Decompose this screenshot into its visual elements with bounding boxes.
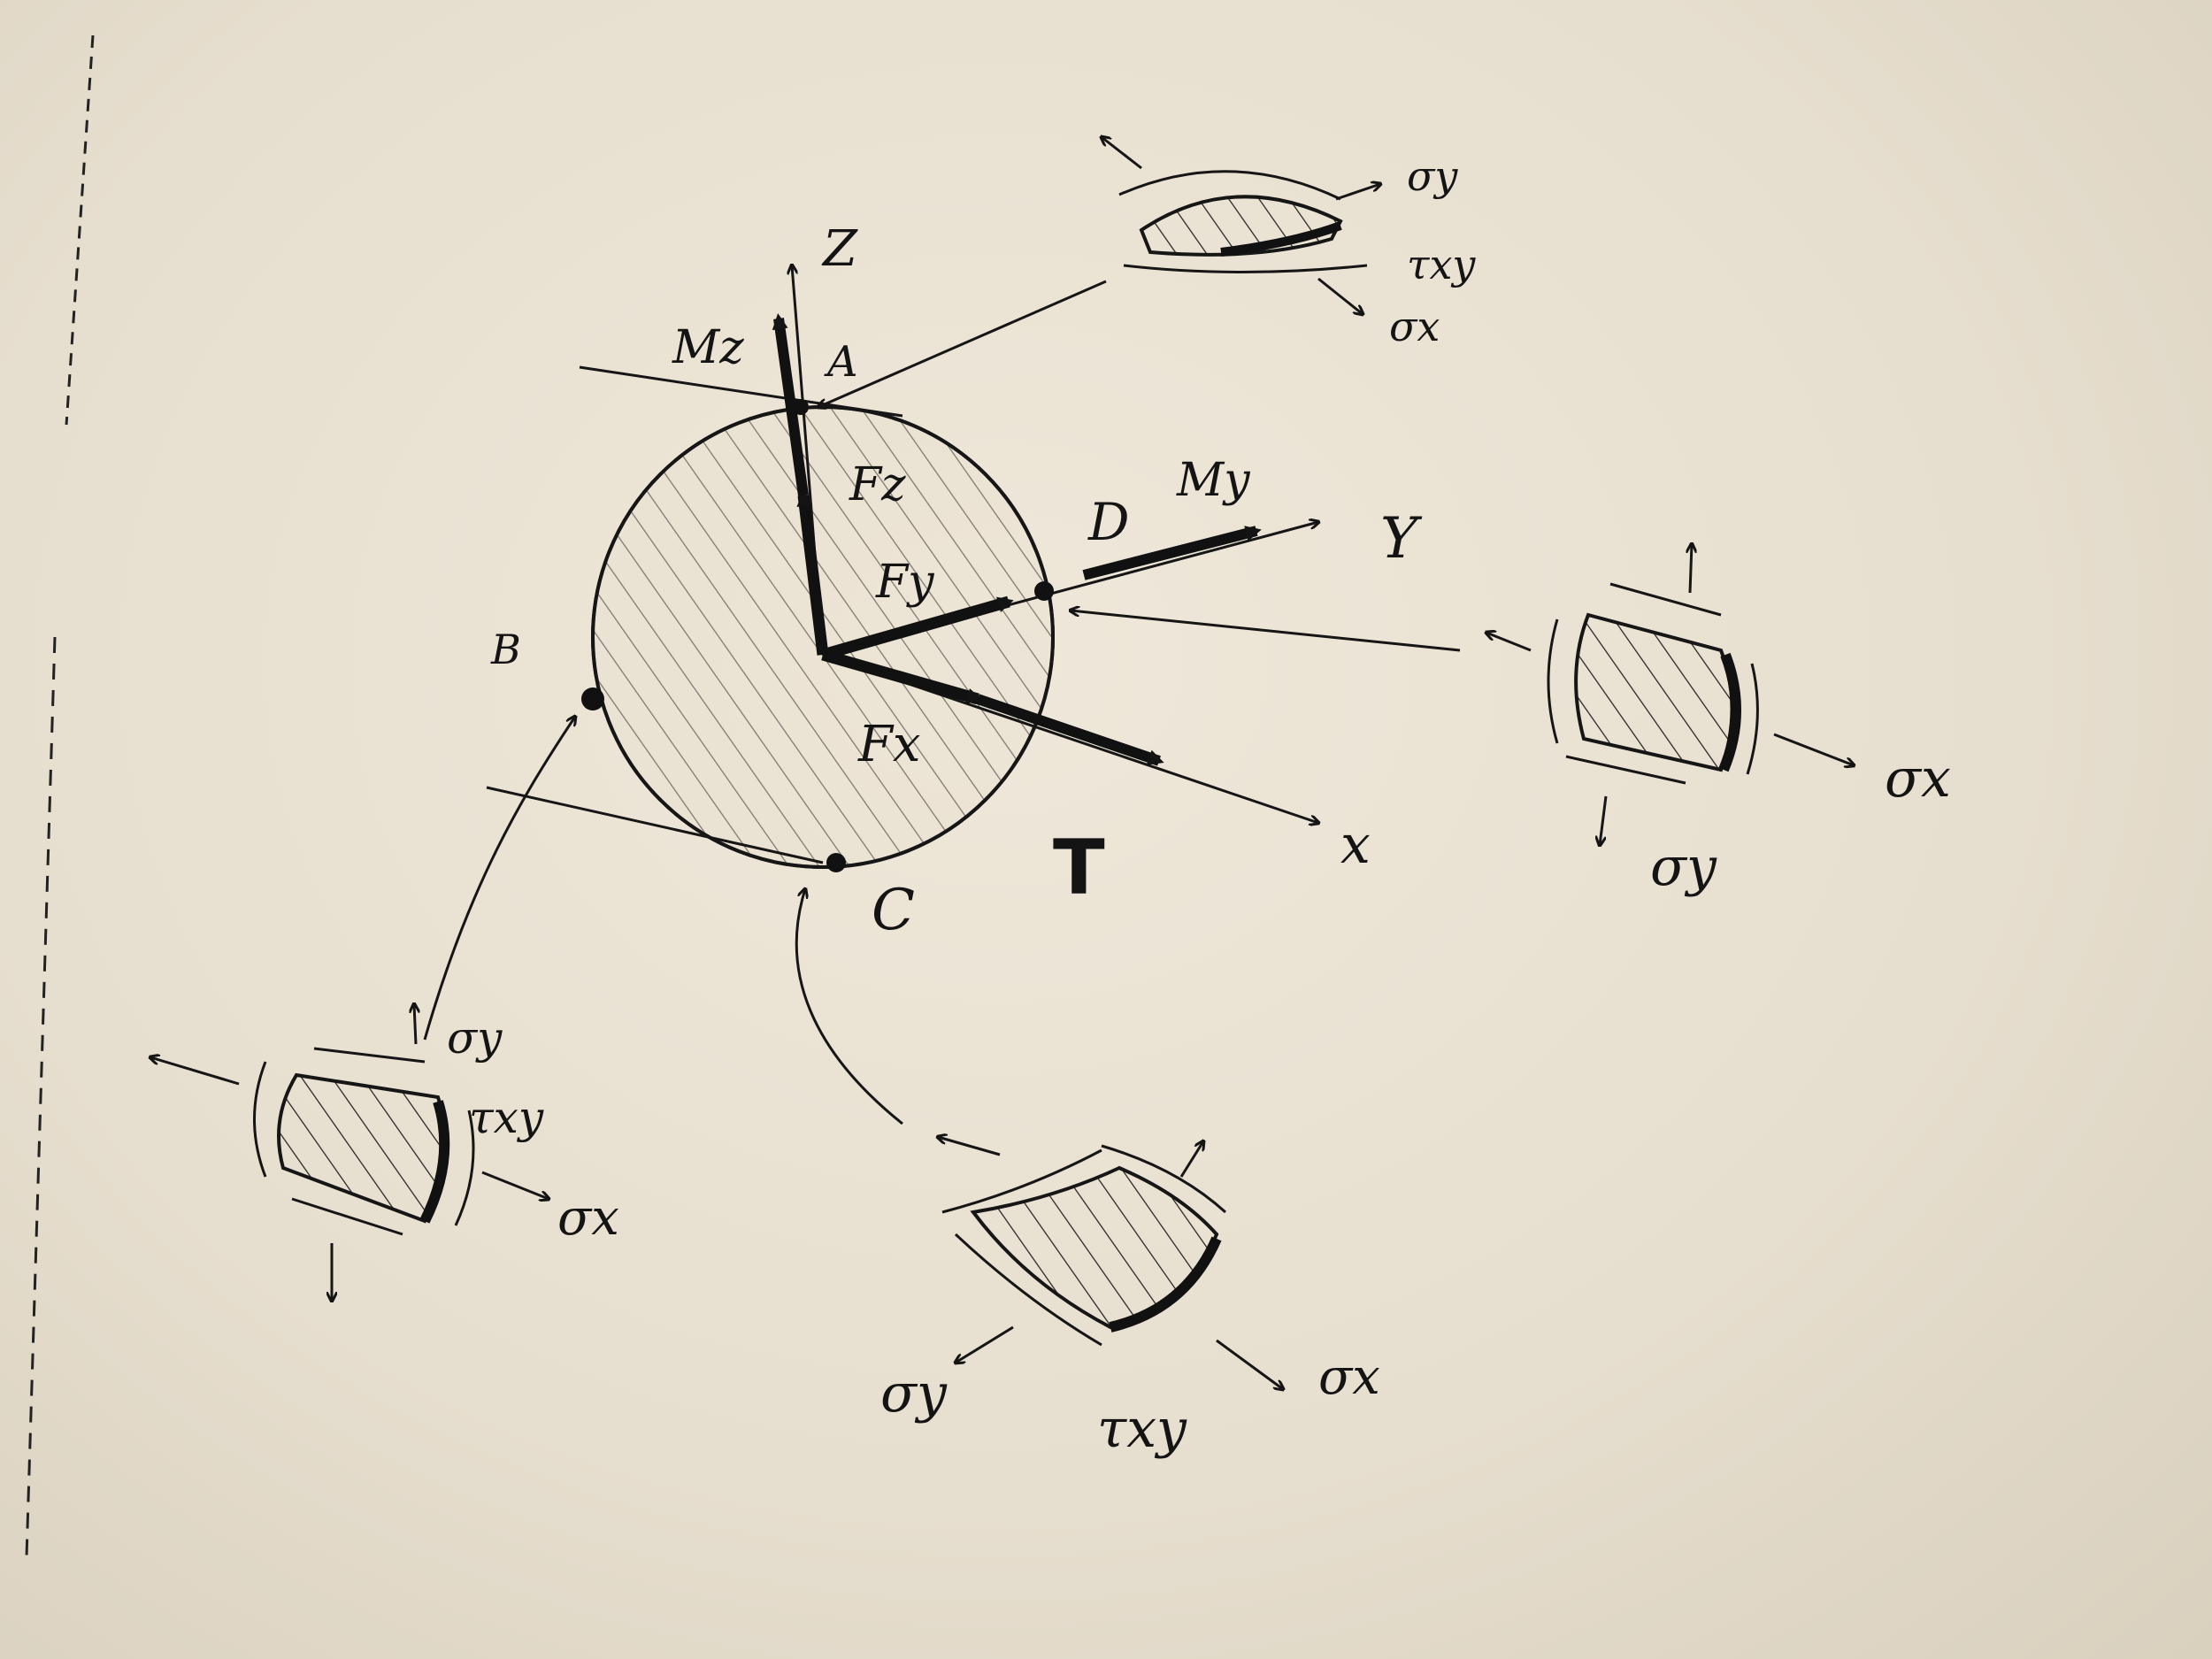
point-a — [793, 399, 809, 415]
stress-element-a — [1102, 137, 1380, 314]
label-my: My — [1176, 454, 1250, 507]
fy-vector — [821, 595, 1014, 661]
label-d-sigma-x: σx — [1885, 748, 1951, 810]
my-vector — [1082, 526, 1262, 580]
label-c-sigma-y: σy — [880, 1363, 948, 1425]
leader-a — [818, 280, 1107, 407]
point-c — [826, 853, 846, 872]
label-mz: Mz — [672, 321, 744, 374]
stress-element-c — [938, 1137, 1283, 1389]
tangent-line-a — [579, 365, 903, 418]
label-b-sigma-y: σy — [447, 1012, 503, 1064]
point-d — [1034, 581, 1054, 601]
fx-vector — [821, 649, 983, 705]
label-point-b: B — [490, 626, 521, 673]
leader-b — [423, 717, 575, 1041]
margin-line-lower — [25, 636, 57, 1558]
label-d-sigma-y: σy — [1650, 836, 1717, 898]
label-a-tau-xy: τxy — [1407, 241, 1476, 288]
label-b-tau-xy: τxy — [469, 1092, 544, 1143]
label-b-sigma-x: σx — [557, 1189, 619, 1247]
label-axis-y: Y — [1380, 506, 1423, 572]
label-fx: Fx — [857, 716, 920, 773]
label-torque: T — [1053, 824, 1105, 912]
stress-element-b — [150, 1004, 549, 1301]
point-b — [581, 687, 604, 710]
label-a-sigma-y: σy — [1407, 152, 1458, 200]
label-c-sigma-x: σx — [1318, 1348, 1380, 1406]
label-c-tau-xy: τxy — [1097, 1398, 1187, 1460]
tangent-line-c — [486, 786, 824, 864]
leader-d — [1071, 611, 1461, 652]
label-axis-z: Z — [821, 220, 858, 278]
label-fy: Fy — [875, 556, 934, 609]
torque-vector — [976, 694, 1164, 766]
fz-vector — [796, 490, 829, 656]
label-point-d: D — [1087, 492, 1130, 552]
mz-vector — [772, 313, 809, 496]
label-axis-x: x — [1340, 814, 1371, 876]
label-fz: Fz — [849, 458, 906, 511]
margin-line — [65, 35, 95, 426]
label-point-c: C — [872, 878, 915, 943]
label-a-sigma-x: σx — [1389, 303, 1440, 350]
label-point-a: A — [824, 337, 858, 387]
stress-element-d — [1486, 544, 1854, 845]
leader-c — [795, 889, 903, 1125]
